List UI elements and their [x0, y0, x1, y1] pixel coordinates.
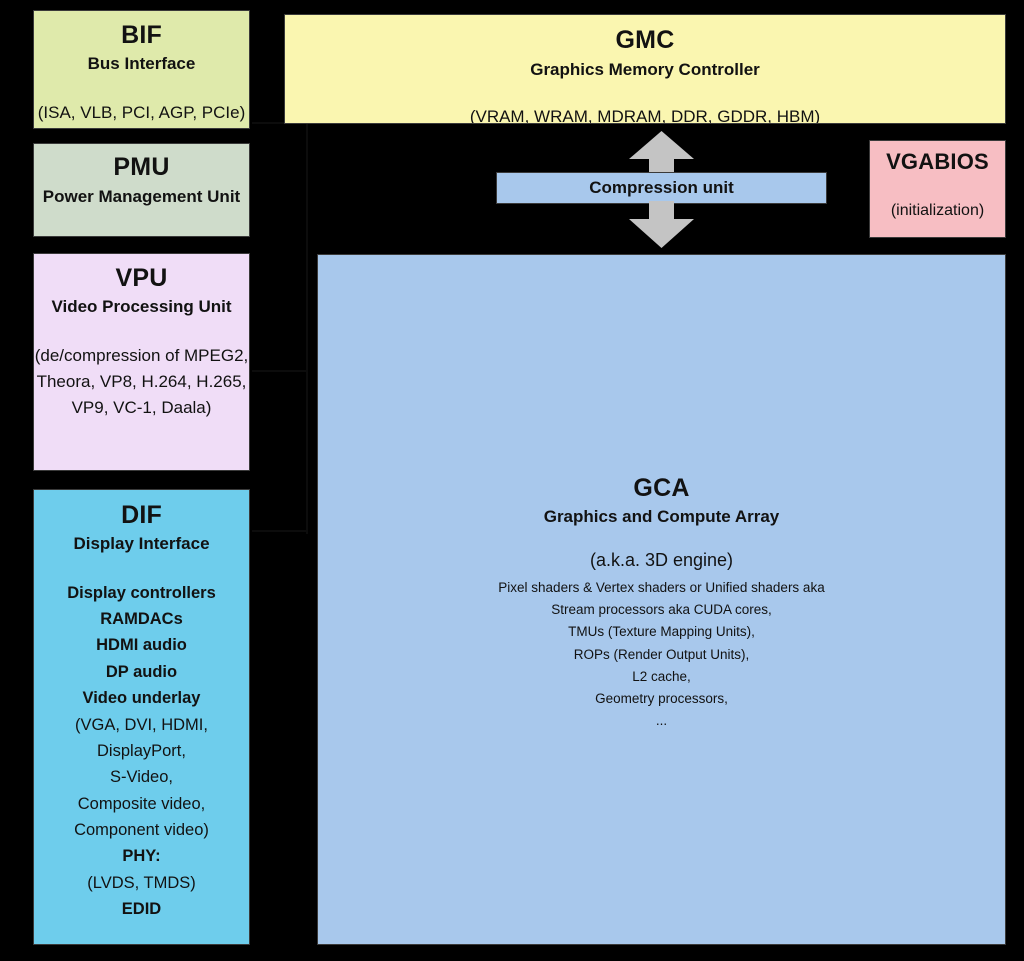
dif-acronym: DIF	[121, 501, 162, 529]
gca-item: Geometry processors,	[595, 691, 728, 707]
dif-item: DisplayPort,	[97, 741, 186, 760]
gca-item: ...	[655, 713, 668, 729]
gca-item: Pixel shaders & Vertex shaders or Unifie…	[498, 579, 825, 595]
compression-unit-label: Compression unit	[589, 177, 734, 197]
gca-item: TMUs (Texture Mapping Units),	[568, 624, 755, 640]
dif-item: Composite video,	[77, 794, 206, 813]
block-gca[interactable]: GCA Graphics and Compute Array (a.k.a. 3…	[317, 254, 1006, 945]
dif-item: (VGA, DVI, HDMI,	[75, 715, 208, 734]
gca-name: Graphics and Compute Array	[543, 506, 780, 526]
bif-detail: (ISA, VLB, PCI, AGP, PCIe)	[37, 102, 246, 122]
vpu-detail: (de/compression of MPEG2, Theora, VP8, H…	[34, 345, 249, 418]
bif-acronym: BIF	[121, 21, 162, 49]
pmu-name: Power Management Unit	[42, 186, 241, 206]
block-compression-unit[interactable]: Compression unit	[496, 172, 827, 204]
gca-item: Stream processors aka CUDA cores,	[551, 602, 772, 618]
gca-acronym: GCA	[633, 474, 690, 502]
gmc-name: Graphics Memory Controller	[530, 59, 760, 79]
connector-trace-3	[252, 370, 308, 372]
dif-item: S-Video,	[110, 768, 173, 787]
block-vpu[interactable]: VPU Video Processing Unit (de/compressio…	[33, 253, 250, 471]
gmc-detail: (VRAM, WRAM, MDRAM, DDR, GDDR, HBM)	[469, 106, 821, 124]
block-vgabios[interactable]: VGABIOS (initialization)	[869, 140, 1006, 238]
pmu-acronym: PMU	[113, 153, 170, 181]
arrow-up-icon	[629, 131, 694, 175]
vpu-name: Video Processing Unit	[51, 296, 232, 316]
connector-trace-2	[306, 122, 308, 534]
gca-aka: (a.k.a. 3D engine)	[589, 549, 734, 570]
dif-item: PHY:	[122, 847, 161, 866]
gmc-acronym: GMC	[615, 26, 675, 54]
dif-name: Display Interface	[73, 533, 210, 553]
vgabios-acronym: VGABIOS	[886, 149, 989, 174]
gca-item: ROPs (Render Output Units),	[573, 646, 750, 662]
gca-item: L2 cache,	[632, 668, 691, 684]
connector-trace-4	[252, 530, 308, 532]
block-bif[interactable]: BIF Bus Interface (ISA, VLB, PCI, AGP, P…	[33, 10, 250, 129]
dif-item: EDID	[121, 900, 162, 919]
vpu-acronym: VPU	[115, 264, 168, 292]
block-pmu[interactable]: PMU Power Management Unit	[33, 143, 250, 237]
dif-item: HDMI audio	[96, 636, 187, 655]
dif-item: Display controllers	[67, 583, 216, 602]
block-gmc[interactable]: GMC Graphics Memory Controller (VRAM, WR…	[284, 14, 1006, 124]
arrow-down-icon	[629, 201, 694, 248]
dif-item: Component video)	[74, 821, 209, 840]
dif-item: (LVDS, TMDS)	[87, 873, 196, 892]
dif-item: Video underlay	[82, 689, 201, 708]
bif-name: Bus Interface	[87, 53, 196, 73]
dif-item: RAMDACs	[100, 609, 183, 628]
block-dif[interactable]: DIF Display Interface Display controller…	[33, 489, 250, 945]
vgabios-detail: (initialization)	[890, 201, 985, 219]
dif-item: DP audio	[105, 662, 178, 681]
gca-feature-list: Pixel shaders & Vertex shaders or Unifie…	[318, 577, 1005, 733]
